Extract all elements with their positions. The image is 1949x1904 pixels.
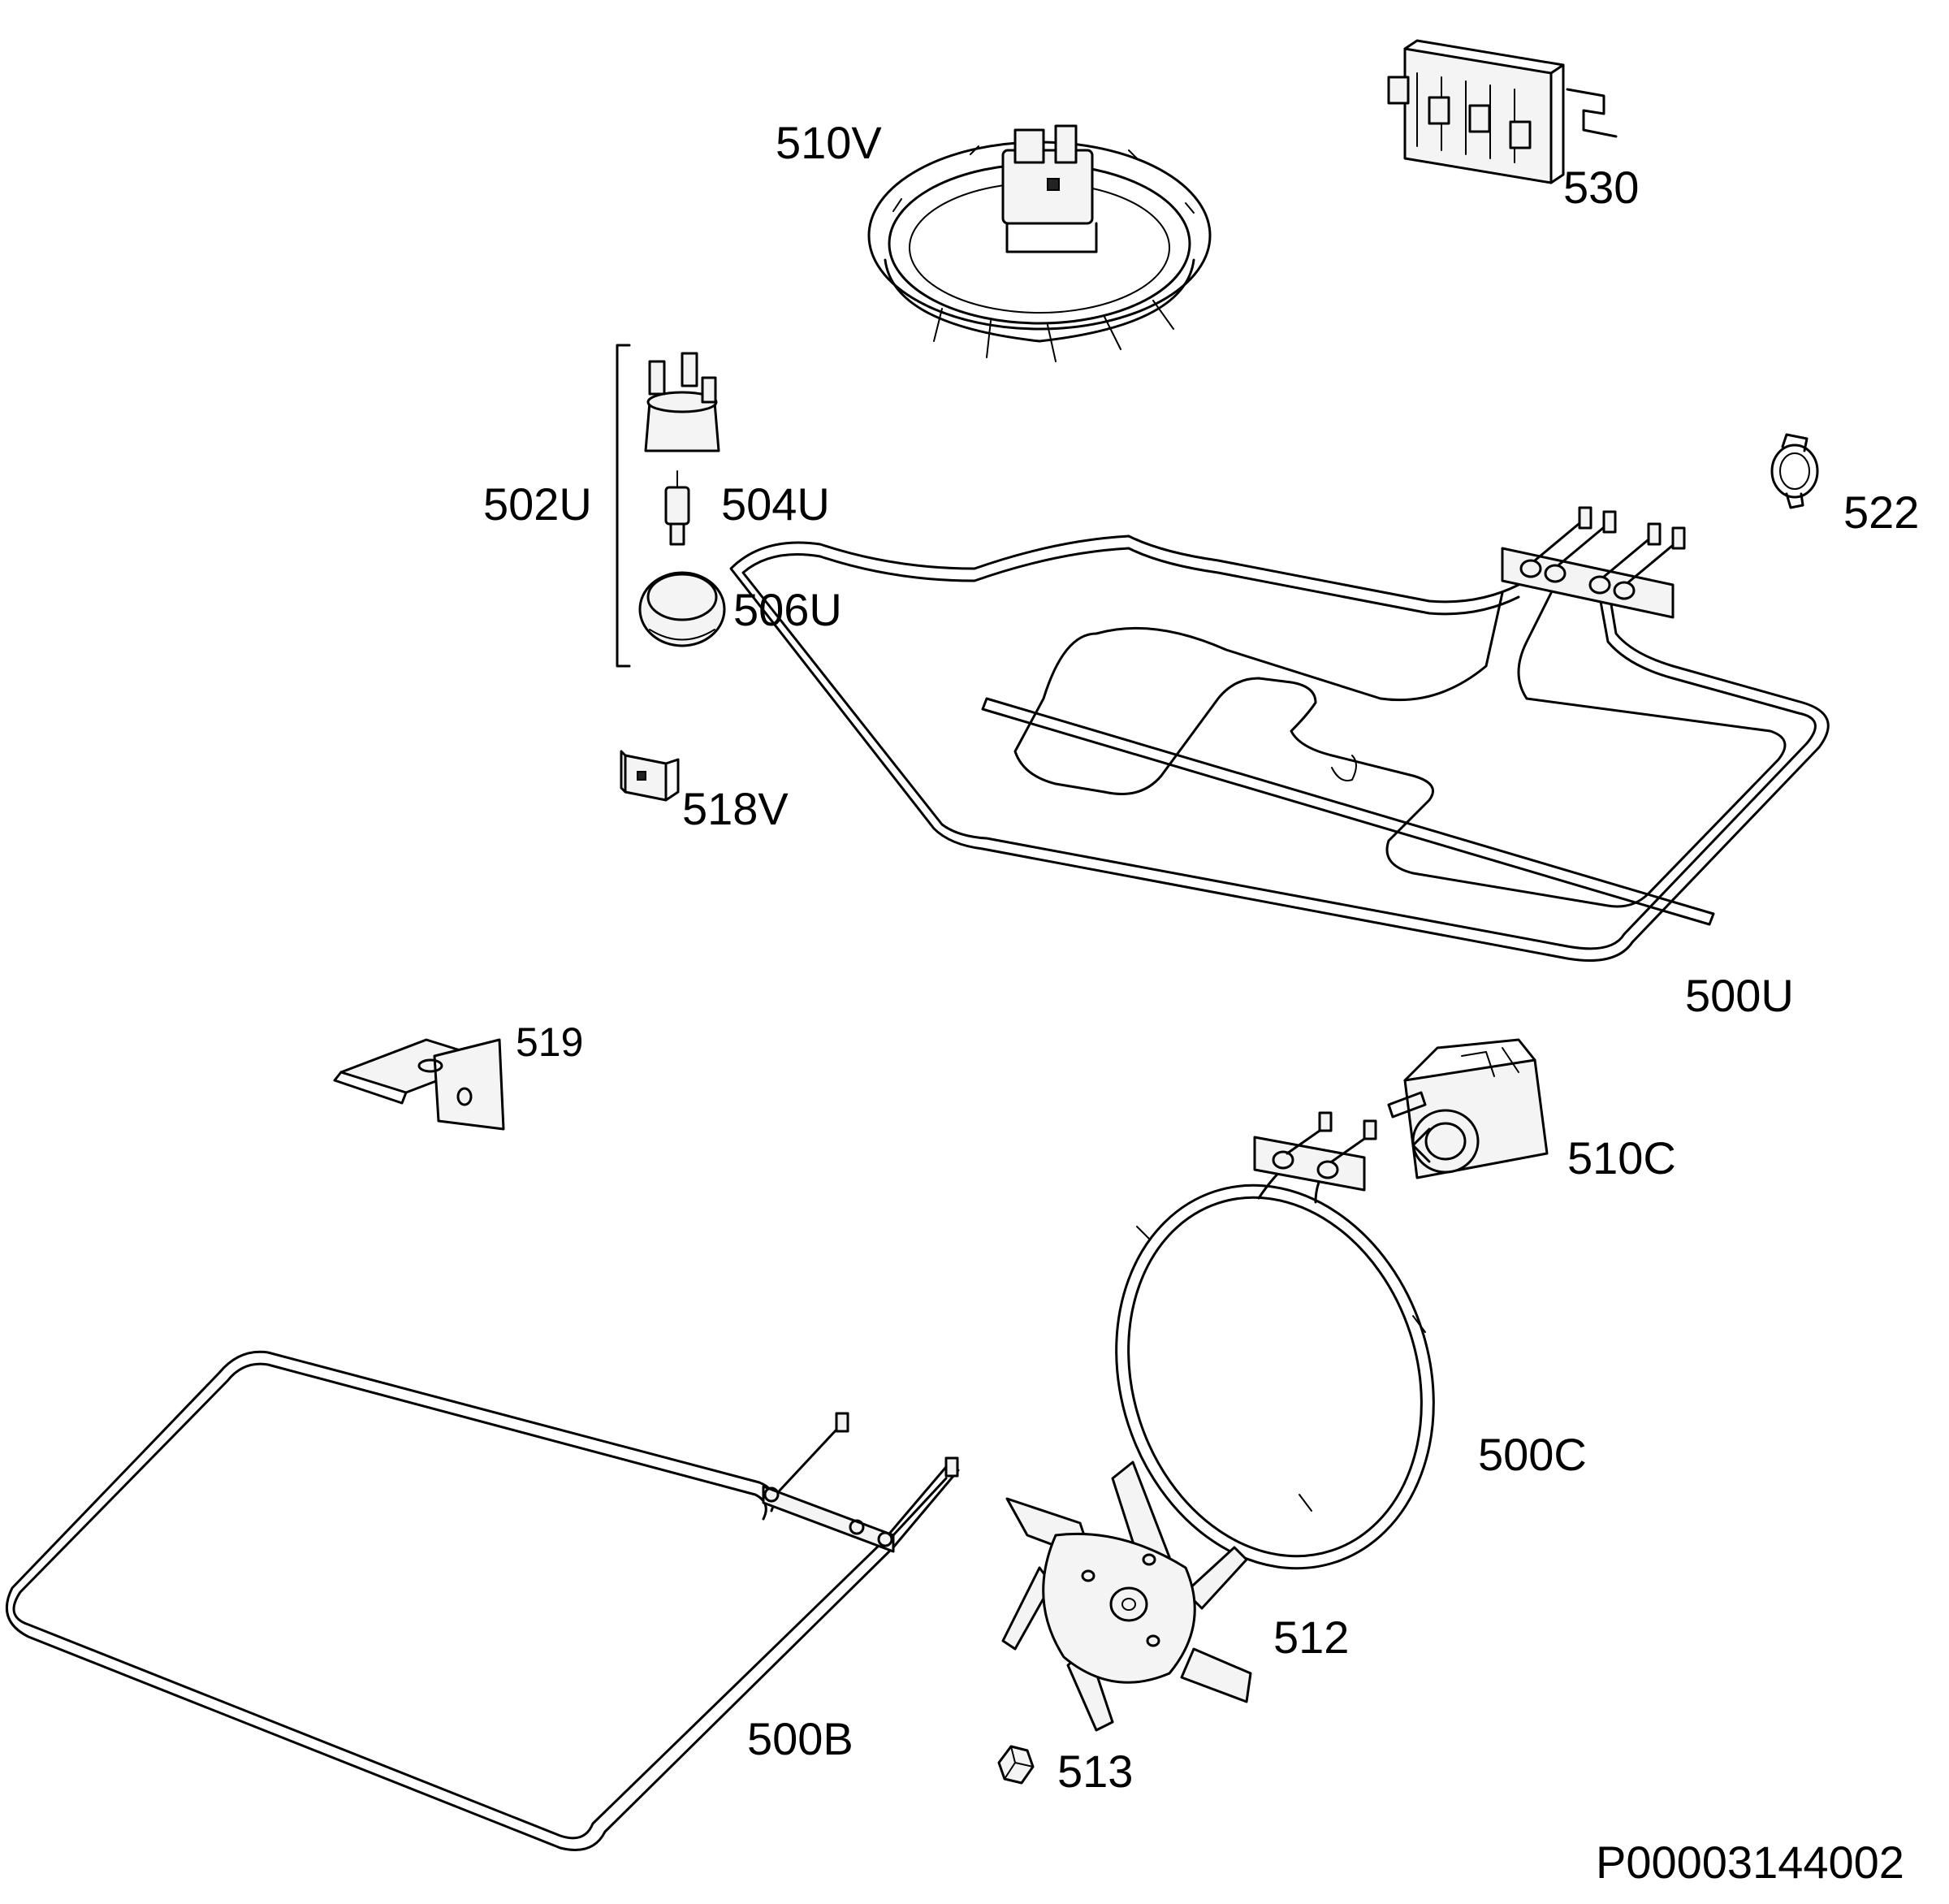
label-500b: 500B <box>747 1713 853 1764</box>
group-bracket-502u <box>616 344 631 668</box>
label-502u: 502U <box>483 478 592 530</box>
bracket-519[interactable] <box>333 1038 505 1131</box>
label-522: 522 <box>1843 487 1919 538</box>
label-500u: 500U <box>1685 970 1794 1021</box>
nut-513[interactable] <box>997 1745 1035 1785</box>
circular-heating-element-500c[interactable] <box>1068 1111 1482 1610</box>
terminal-block-530[interactable] <box>1387 39 1618 184</box>
label-510c: 510C <box>1567 1132 1676 1184</box>
fan-motor-assembly-510v[interactable] <box>867 124 1212 362</box>
lamp-holder[interactable] <box>644 352 720 452</box>
label-519: 519 <box>516 1019 583 1065</box>
label-500c: 500C <box>1478 1429 1587 1480</box>
label-530: 530 <box>1563 162 1639 213</box>
label-513: 513 <box>1057 1746 1133 1797</box>
fan-motor-510c[interactable] <box>1387 1038 1549 1179</box>
lamp-bulb-504u[interactable] <box>664 470 690 546</box>
bracket-518v[interactable] <box>620 750 680 802</box>
label-518v: 518V <box>682 783 789 834</box>
lamp-cover-506u[interactable] <box>638 571 726 647</box>
bottom-heating-element-500b[interactable] <box>5 1350 960 1851</box>
top-heating-element-500u[interactable] <box>729 506 1830 962</box>
label-512: 512 <box>1273 1612 1349 1663</box>
fan-blade-512[interactable] <box>1001 1460 1252 1732</box>
label-506u: 506U <box>733 584 842 635</box>
clip-522[interactable] <box>1770 433 1819 509</box>
drawing-id: P00003144002 <box>1596 1837 1904 1888</box>
label-504u: 504U <box>721 478 830 530</box>
label-510v: 510V <box>776 117 882 168</box>
